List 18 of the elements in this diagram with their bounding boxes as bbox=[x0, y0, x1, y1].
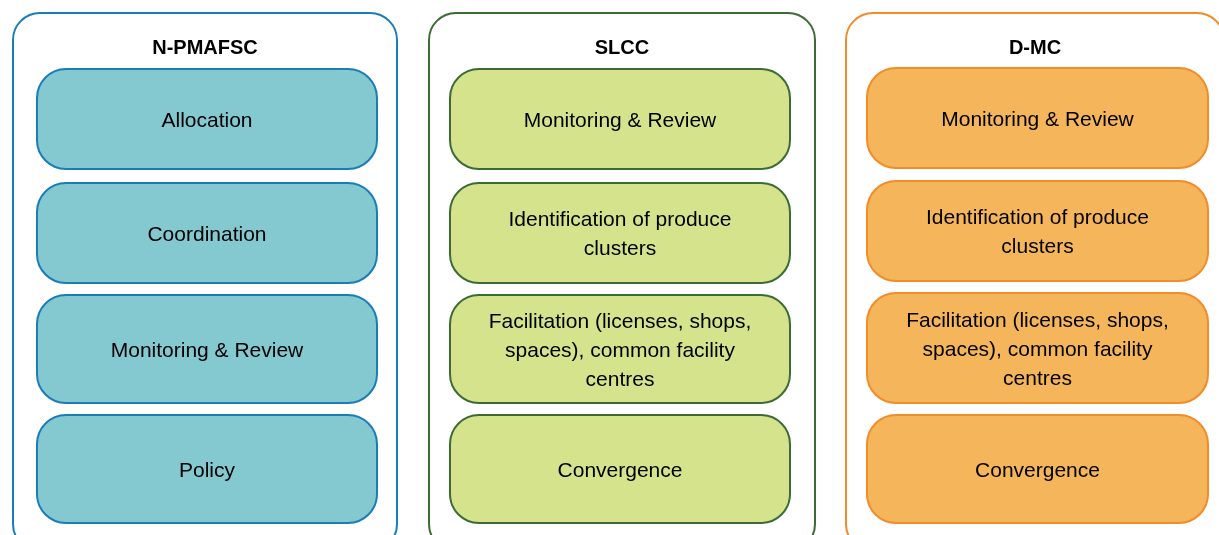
function-box: Monitoring & Review bbox=[866, 67, 1209, 169]
function-box: Coordination bbox=[36, 182, 378, 284]
function-box: Identification of produce clusters bbox=[866, 180, 1209, 282]
function-box: Facilitation (licenses, shops, spaces), common facility centres bbox=[449, 294, 791, 404]
function-box: Convergence bbox=[449, 414, 791, 524]
function-box: Identification of produce clusters bbox=[449, 182, 791, 284]
panel-heading: D-MC bbox=[1007, 35, 1063, 60]
function-box: Monitoring & Review bbox=[449, 68, 791, 170]
function-box: Monitoring & Review bbox=[36, 294, 378, 404]
function-box: Policy bbox=[36, 414, 378, 524]
panel-heading: SLCC bbox=[593, 35, 651, 60]
function-box: Facilitation (licenses, shops, spaces), common facility centres bbox=[866, 292, 1209, 404]
group-panel bbox=[845, 12, 1219, 535]
group-panel bbox=[428, 12, 816, 535]
group-panel bbox=[12, 12, 398, 535]
function-box: Convergence bbox=[866, 414, 1209, 524]
panel-heading: N-PMAFSC bbox=[151, 35, 259, 60]
function-box: Allocation bbox=[36, 68, 378, 170]
